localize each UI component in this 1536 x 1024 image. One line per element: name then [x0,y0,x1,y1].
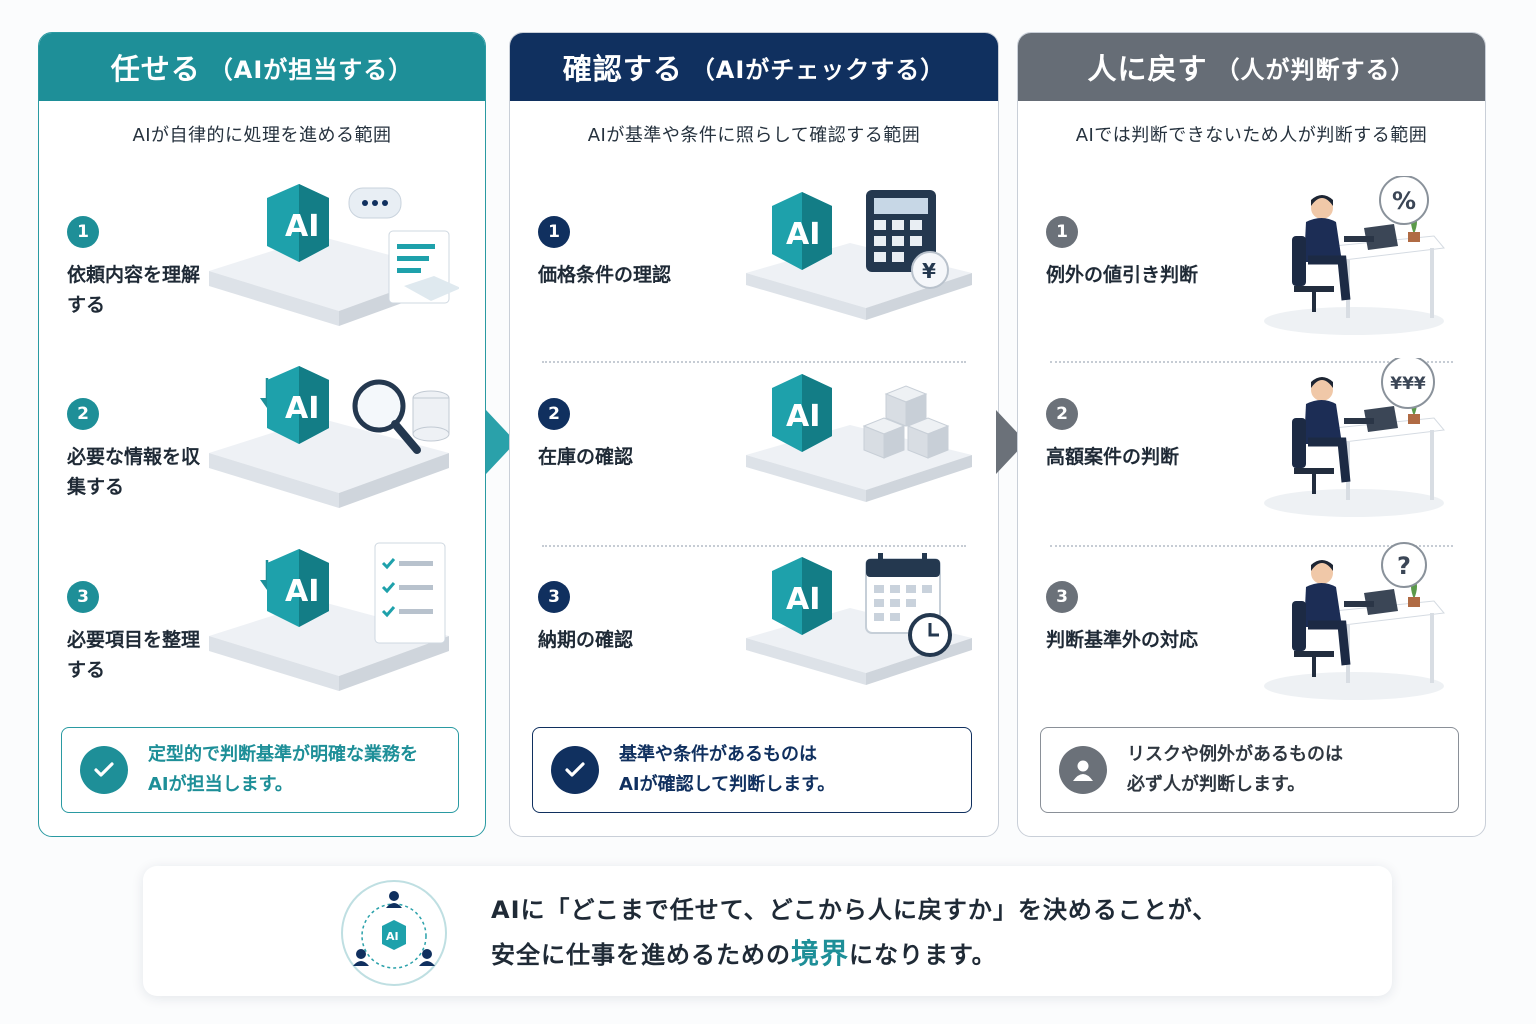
column-title: 人に戻す [1087,52,1208,86]
check-icon [80,746,128,794]
ai-calculator-yen-icon: AI ¥ [746,190,972,320]
summary-note: 基準や条件があるものは AIが確認して判断します。 [532,727,972,813]
flow-arrow-icon [996,410,1026,474]
svg-text:?: ? [1397,552,1411,580]
bottom-message: AIに「どこまで任せて、どこから人に戻すか」を決めることが、 安全に仕事を進める… [491,896,1218,970]
column-return-to-human: 人に戻す （人が判断する） AIでは判断できないため人が判断する範囲 1 例外の… [1017,32,1486,837]
step-number: 3 [1046,581,1078,613]
svg-text:AI: AI [786,217,820,252]
person-icon [1059,746,1107,794]
step-number: 2 [67,398,99,430]
person-desk-icon: ¥¥¥ [1264,358,1445,517]
svg-text:AI: AI [786,399,820,434]
divider [542,545,966,547]
step-number: 1 [1046,216,1078,248]
column-header: 任せる （AIが担当する） [39,33,485,101]
step-label: 判断基準外の対応 [1046,629,1199,651]
step-2: 2 在庫の確認 AI [510,374,998,568]
step-1: 1 例外の値引き判断 % [1018,176,1485,386]
column-subtitle: AIが自律的に処理を進める範囲 [132,125,392,146]
summary-note: 定型的で判断基準が明確な業務を AIが担当します。 [61,727,459,813]
step-2: 2 必要な情報を収集する AI [39,366,485,568]
step-label: 例外の値引き判断 [1046,264,1199,286]
step-label: 必要項目を整理する [67,629,201,681]
step-label: 依頼内容を理解する [67,264,201,316]
column-title-sub: （AIがチェックする） [690,55,946,84]
column-subtitle: AIが基準や条件に照らして確認する範囲 [587,125,921,146]
ai-people-network-icon: AI [341,880,447,986]
svg-text:%: % [1392,187,1416,215]
person-desk-icon: % [1264,176,1445,335]
svg-text:AI: AI [285,391,319,426]
column-title: 任せる [110,52,201,86]
column-delegate: 任せる （AIが担当する） AIが自律的に処理を進める範囲 1 依頼内容を理解す… [38,32,486,837]
person-desk-icon: ? [1264,542,1445,700]
ai-calendar-clock-icon: AI [746,553,972,685]
divider [542,361,966,363]
step-3: 3 判断基準外の対応 ? [1018,542,1485,751]
column-header: 確認する （AIがチェックする） [510,33,998,101]
note-text: 基準や条件があるものは AIが確認して判断します。 [619,744,836,795]
bottom-banner: AI AIに「どこまで任せて、どこから人に戻すか」を決めることが、 安全に仕事を… [143,866,1392,996]
step-label: 納期の確認 [538,629,634,651]
column-subtitle: AIでは判断できないため人が判断する範囲 [1075,125,1428,146]
ai-search-database-icon: AI [209,366,450,508]
column-title-sub: （AIが担当する） [208,55,414,84]
flow-arrow-icon [486,410,516,474]
step-3: 3 納期の確認 AI [510,553,998,751]
step-1: 1 依頼内容を理解する AI [39,184,485,386]
step-number: 1 [538,216,570,248]
ai-checklist-icon: AI [209,542,449,691]
svg-text:AI: AI [386,930,399,943]
step-label: 在庫の確認 [538,446,634,468]
step-number: 3 [538,581,570,613]
step-number: 1 [67,216,99,248]
step-2: 2 高額案件の判断 ¥¥¥ [1018,358,1485,568]
ai-boxes-icon: AI [746,374,972,502]
svg-text:AI: AI [786,582,820,617]
divider [1050,361,1453,363]
step-number: 3 [67,581,99,613]
summary-note: リスクや例外があるものは 必ず人が判断します。 [1040,727,1459,813]
svg-text:¥: ¥ [922,259,936,283]
svg-text:AI: AI [285,209,319,244]
column-title-sub: （人が判断する） [1215,55,1416,84]
step-3: 3 必要項目を整理する AI [39,542,485,751]
note-text: 定型的で判断基準が明確な業務を AIが担当します。 [148,744,418,795]
step-number: 2 [1046,398,1078,430]
column-header: 人に戻す （人が判断する） [1018,33,1485,101]
step-label: 必要な情報を収集する [67,446,201,498]
step-1: 1 価格条件の理認 AI ¥ [510,190,998,386]
check-icon [551,746,599,794]
step-label: 高額案件の判断 [1046,446,1180,468]
svg-text:AI: AI [285,574,319,609]
svg-text:¥¥¥: ¥¥¥ [1390,374,1426,394]
column-check: 確認する （AIがチェックする） AIが基準や条件に照らして確認する範囲 1 価… [509,32,999,837]
divider [1050,545,1453,547]
ai-chat-document-icon: AI [209,184,459,326]
step-number: 2 [538,398,570,430]
column-title: 確認する [562,52,683,86]
note-text: リスクや例外があるものは 必ず人が判断します。 [1127,744,1343,795]
step-label: 価格条件の理認 [538,264,672,286]
